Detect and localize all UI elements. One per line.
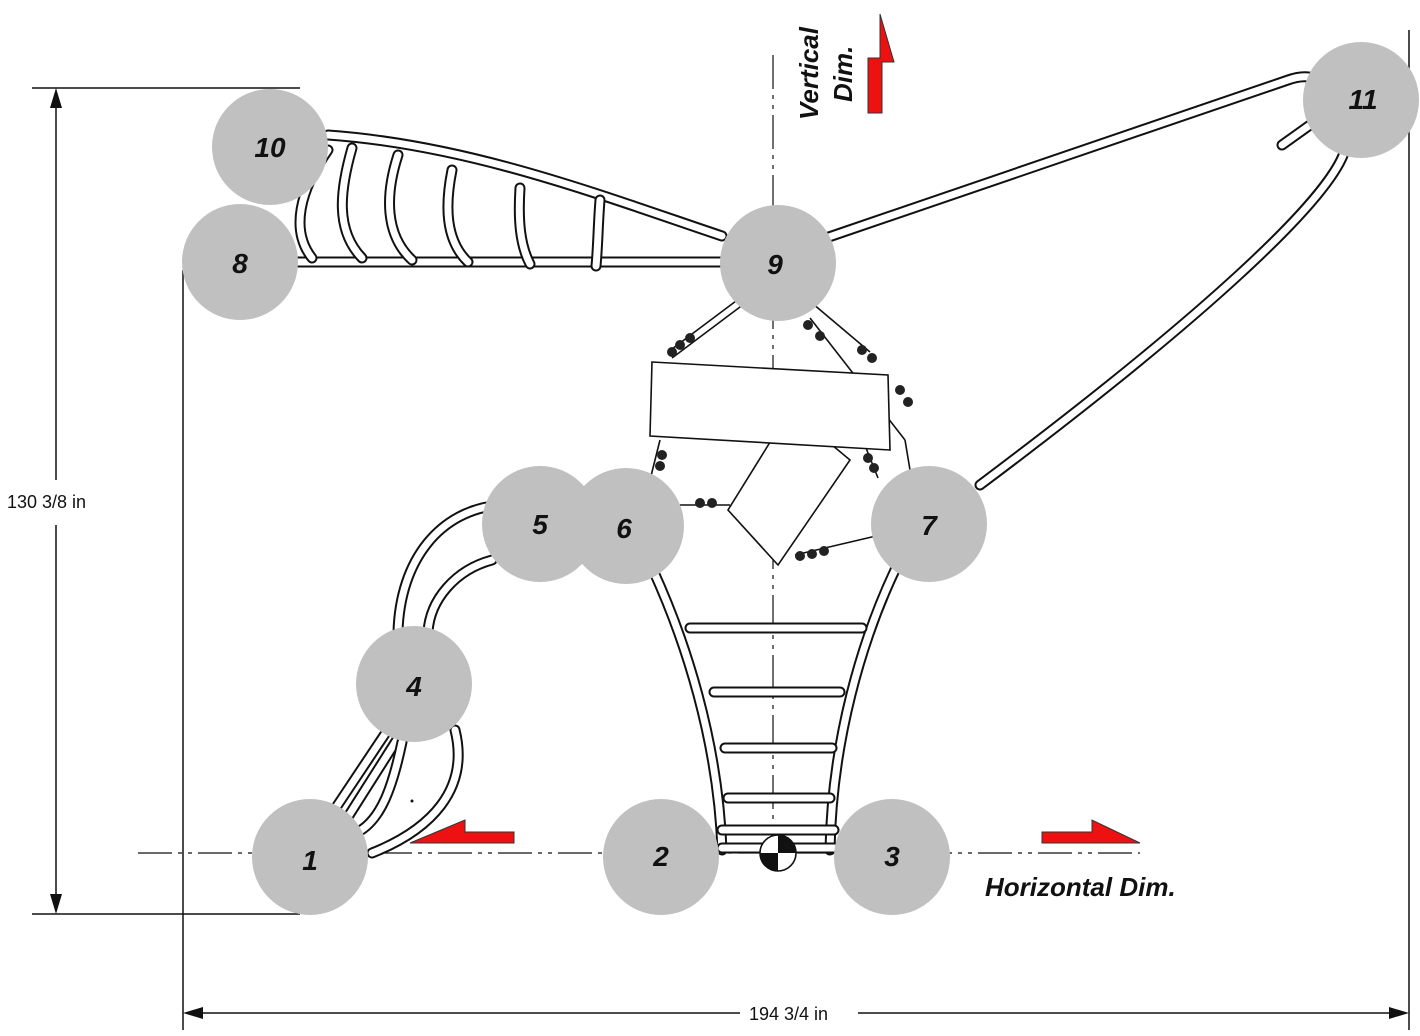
node-9: 9: [720, 205, 836, 321]
frame-tubes: [292, 71, 1351, 859]
reference-dot: [410, 799, 414, 803]
vertical-axis-label-line2: Dim.: [828, 46, 858, 102]
node-7: 7: [871, 466, 987, 582]
horizontal-dimension: 194 3/4 in: [182, 30, 1410, 1030]
node-3: 3: [834, 799, 950, 915]
vertical-direction-arrow: [867, 13, 895, 114]
node-1: 1: [252, 799, 368, 915]
horizontal-dimension-label: 194 3/4 in: [749, 1004, 828, 1024]
svg-text:1: 1: [302, 845, 318, 876]
svg-text:11: 11: [1348, 84, 1377, 115]
svg-text:10: 10: [254, 132, 286, 163]
svg-text:5: 5: [532, 509, 548, 540]
svg-text:3: 3: [884, 841, 900, 872]
node-4: 4: [356, 626, 472, 742]
node-10: 10: [212, 89, 328, 205]
node-11: 11: [1303, 42, 1419, 158]
horizontal-direction-arrow-right: [1041, 819, 1141, 844]
svg-text:6: 6: [616, 513, 632, 544]
vertical-dimension: 130 3/8 in: [7, 87, 300, 915]
node-6: 6: [568, 468, 684, 584]
vertical-axis-label-line1: Vertical: [794, 26, 824, 120]
center-of-gravity-icon: [759, 834, 797, 872]
svg-text:7: 7: [921, 510, 938, 541]
svg-text:8: 8: [232, 248, 248, 279]
node-5: 5: [482, 466, 598, 582]
node-8: 8: [182, 204, 298, 320]
svg-text:4: 4: [405, 671, 422, 702]
horizontal-axis-label: Horizontal Dim.: [985, 872, 1176, 902]
svg-text:9: 9: [767, 249, 783, 280]
swing-assembly: [649, 297, 913, 567]
node-2: 2: [603, 799, 719, 915]
svg-text:2: 2: [652, 841, 669, 872]
anchor-nodes: 10 8 9 11 5 6 7 4: [182, 42, 1419, 915]
horizontal-direction-arrow-left: [409, 819, 515, 844]
vertical-dimension-label: 130 3/8 in: [7, 492, 86, 512]
